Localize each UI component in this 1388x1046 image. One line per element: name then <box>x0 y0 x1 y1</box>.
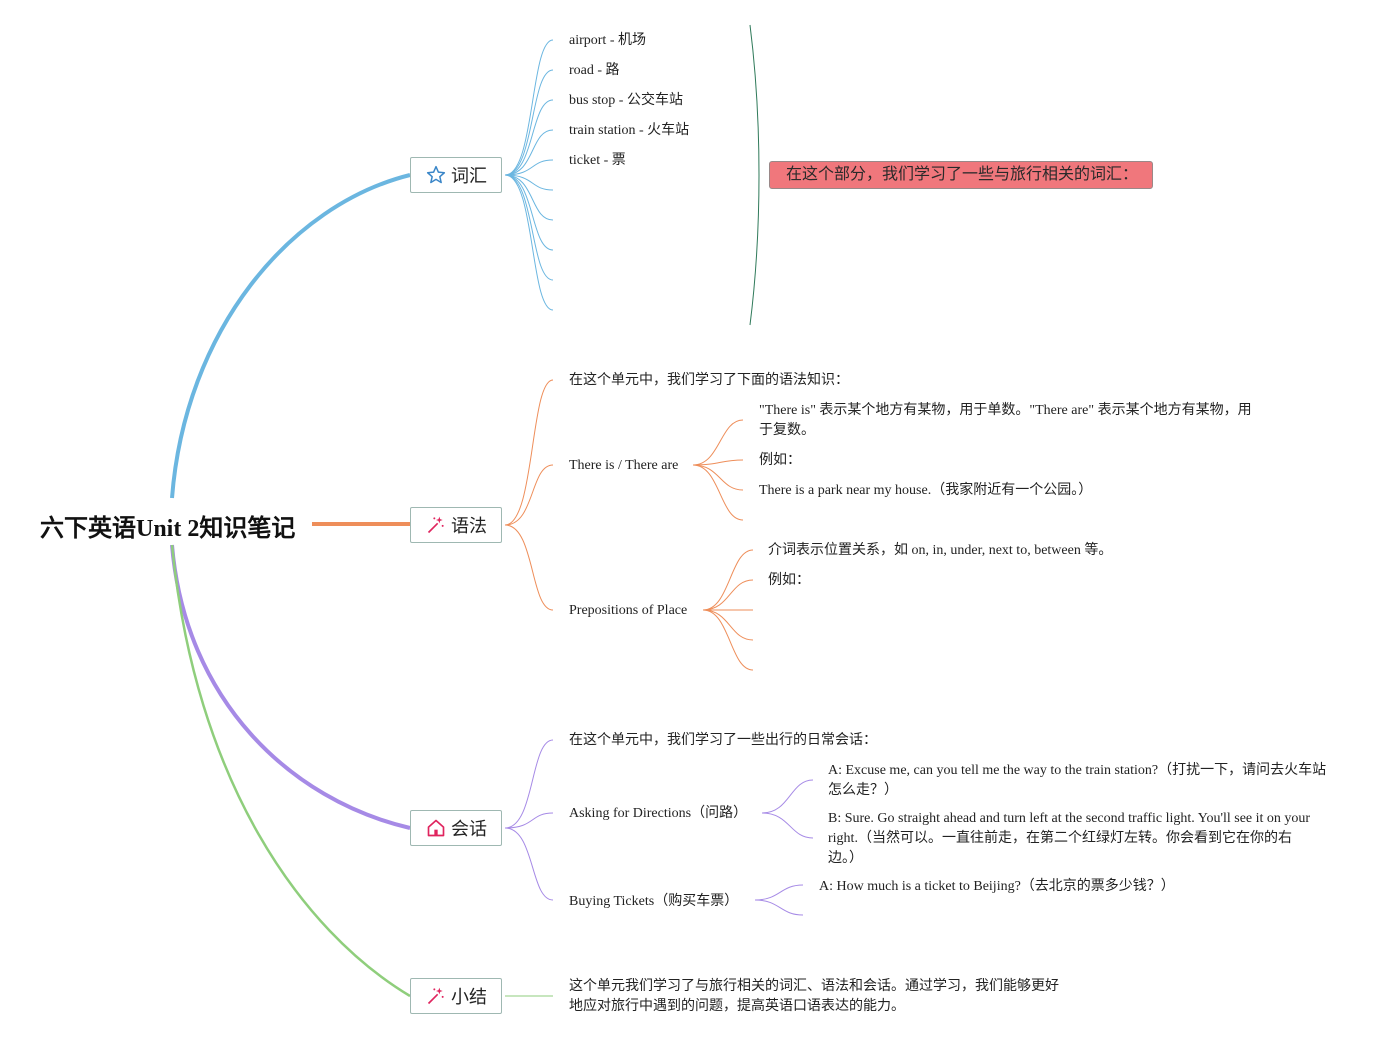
summary-text[interactable]: 这个单元我们学习了与旅行相关的词汇、语法和会话。通过学习，我们能够更好地应对旅行… <box>569 979 1059 1014</box>
branch-line-vocab <box>170 173 411 499</box>
grammar-prep-item[interactable]: 介词表示位置关系，如 on, in, under, next to, betwe… <box>768 543 1113 558</box>
vocab-item[interactable]: ticket - 票 <box>569 153 626 168</box>
dialog-tickets-item[interactable]: A: How much is a ticket to Beijing?（去北京的… <box>819 879 1175 894</box>
branch-dialog[interactable]: 会话 <box>410 810 502 846</box>
grammar-there-item[interactable]: "There is" 表示某个地方有某物，用于单数。"There are" 表示… <box>759 403 1252 438</box>
dialog-directions-title[interactable]: Asking for Directions（问路） <box>569 806 748 821</box>
dialog-directions-item[interactable]: B: Sure. Go straight ahead and turn left… <box>828 811 1311 866</box>
star-icon <box>425 164 447 186</box>
vocab-item[interactable]: airport - 机场 <box>569 33 646 48</box>
summary-bracket <box>749 24 760 326</box>
branch-grammar[interactable]: 语法 <box>410 507 502 543</box>
grammar-there-title[interactable]: There is / There are <box>569 458 679 473</box>
branch-line-dialog <box>170 544 411 830</box>
magic-wand-icon <box>425 514 447 536</box>
grammar-prep-title[interactable]: Prepositions of Place <box>569 603 688 618</box>
branch-label: 会话 <box>451 819 487 839</box>
dialog-tickets-title[interactable]: Buying Tickets（购买车票） <box>569 894 739 909</box>
dialog-directions-item[interactable]: A: Excuse me, can you tell me the way to… <box>828 763 1327 798</box>
vocab-summary-callout[interactable]: 在这个部分，我们学习了一些与旅行相关的词汇： <box>769 161 1153 189</box>
vocab-item[interactable]: train station - 火车站 <box>569 123 690 138</box>
root-topic[interactable]: 六下英语Unit 2知识笔记 <box>40 516 296 542</box>
branch-vocab[interactable]: 词汇 <box>410 157 502 193</box>
grammar-intro[interactable]: 在这个单元中，我们学习了下面的语法知识： <box>569 373 849 388</box>
magic-wand-icon <box>425 985 447 1007</box>
grammar-there-item[interactable]: 例如： <box>759 453 801 468</box>
vocab-item[interactable]: road - 路 <box>569 63 620 78</box>
branch-line-summary <box>170 544 411 998</box>
grammar-there-item[interactable]: There is a park near my house.（我家附近有一个公园… <box>759 483 1093 498</box>
branch-summary[interactable]: 小结 <box>410 978 502 1014</box>
grammar-prep-item[interactable]: 例如： <box>768 573 810 588</box>
dialog-intro[interactable]: 在这个单元中，我们学习了一些出行的日常会话： <box>569 733 877 748</box>
branch-label: 语法 <box>451 516 487 536</box>
house-icon <box>425 817 447 839</box>
branch-label: 小结 <box>451 987 487 1007</box>
branch-label: 词汇 <box>451 166 487 186</box>
vocab-item[interactable]: bus stop - 公交车站 <box>569 93 683 108</box>
